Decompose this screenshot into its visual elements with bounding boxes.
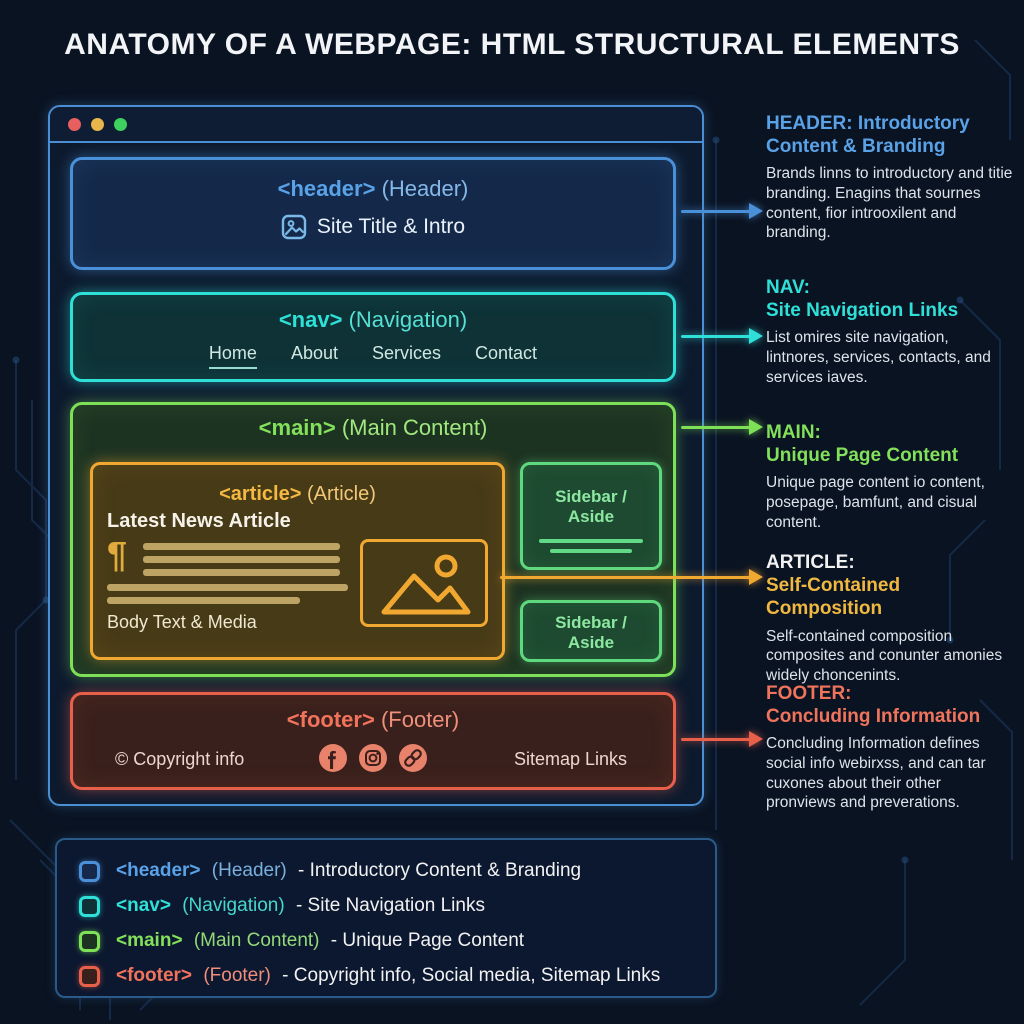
annotation-header-body: Brands linns to introductory and titie b… bbox=[766, 165, 1013, 242]
article-label: (Article) bbox=[306, 483, 376, 505]
header-arrow bbox=[681, 203, 763, 219]
header-tagline: <header> (Header) bbox=[73, 176, 673, 202]
nav-links: Home About Services Contact bbox=[73, 343, 673, 369]
sidebar-aside-box-2: Sidebar / Aside bbox=[520, 600, 662, 662]
footer-label: (Footer) bbox=[380, 707, 460, 732]
legend-row-header: <header> (Header) - Introductory Content… bbox=[79, 854, 715, 888]
nav-element-box: <nav> (Navigation) Home About Services C… bbox=[70, 292, 676, 382]
sidebar-label: Aside bbox=[567, 507, 615, 526]
browser-titlebar bbox=[50, 107, 702, 143]
header-tag: <header> bbox=[277, 176, 376, 201]
sidebar-label: Sidebar / bbox=[555, 487, 627, 506]
sidebar-label: Sidebar / bbox=[555, 613, 627, 632]
article-headline: Latest News Article bbox=[107, 510, 291, 532]
legend-row-footer: <footer> (Footer) - Copyright info, Soci… bbox=[79, 959, 715, 993]
annotation-nav-body: List omires site navigation, lintnores, … bbox=[766, 329, 991, 386]
media-placeholder-icon bbox=[360, 539, 488, 627]
sidebar-aside-box-1: Sidebar / Aside bbox=[520, 462, 662, 570]
text-lines bbox=[143, 539, 348, 582]
annotation-footer: FOOTER:Concluding Information Concluding… bbox=[766, 682, 1014, 813]
maximize-window-dot[interactable] bbox=[114, 117, 127, 131]
sidebar-line bbox=[550, 549, 632, 553]
browser-window: <header> (Header) Site Title & Intro <na… bbox=[48, 105, 704, 806]
annotation-article-body: Self-contained composition composites an… bbox=[766, 627, 1003, 684]
annotation-footer-body: Concluding Information defines social in… bbox=[766, 735, 986, 812]
page-title: ANATOMY OF A WEBPAGE: HTML STRUCTURAL EL… bbox=[64, 28, 960, 61]
annotation-main-body: Unique page content io content, posepage… bbox=[766, 474, 985, 531]
main-tag: <main> bbox=[258, 415, 336, 440]
nav-link-services[interactable]: Services bbox=[371, 343, 442, 363]
footer-tag: <footer> bbox=[286, 707, 375, 732]
article-tag: <article> bbox=[219, 483, 302, 505]
nav-link-about[interactable]: About bbox=[290, 343, 338, 363]
header-label: (Header) bbox=[381, 176, 469, 201]
legend-row-main: <main> (Main Content) - Unique Page Cont… bbox=[79, 924, 715, 958]
article-tagline: <article> (Article) bbox=[107, 483, 488, 506]
sidebar-line bbox=[539, 539, 643, 543]
main-color-swatch bbox=[79, 930, 100, 952]
article-arrow bbox=[500, 569, 763, 585]
main-arrow bbox=[681, 419, 763, 435]
footer-element-box: <footer> (Footer) © Copyright info bbox=[70, 692, 676, 790]
nav-link-contact[interactable]: Contact bbox=[475, 343, 538, 363]
link-icon[interactable] bbox=[398, 743, 428, 773]
header-color-swatch bbox=[79, 860, 100, 882]
facebook-icon[interactable] bbox=[318, 743, 348, 773]
copyright-text: © Copyright info bbox=[115, 749, 245, 769]
article-element-box: <article> (Article) Latest News Article … bbox=[90, 462, 505, 660]
paragraph-icon: ¶ bbox=[107, 534, 128, 575]
footer-color-swatch bbox=[79, 965, 100, 987]
text-line bbox=[107, 597, 300, 604]
sitemap-links-text: Sitemap Links bbox=[513, 749, 627, 769]
nav-link-home[interactable]: Home bbox=[208, 343, 257, 369]
article-caption: Body Text & Media bbox=[107, 612, 257, 632]
main-label: (Main Content) bbox=[341, 415, 488, 440]
annotation-article: ARTICLE:Self-Contained Composition Self-… bbox=[766, 551, 1014, 686]
annotation-main: MAIN:Unique Page Content Unique page con… bbox=[766, 421, 1014, 532]
header-element-box: <header> (Header) Site Title & Intro bbox=[70, 157, 676, 270]
nav-tag: <nav> bbox=[278, 307, 343, 332]
image-icon bbox=[281, 214, 307, 240]
sidebar-label: Aside bbox=[567, 633, 615, 652]
nav-tagline: <nav> (Navigation) bbox=[73, 307, 673, 333]
nav-color-swatch bbox=[79, 895, 100, 917]
legend-box: <header> (Header) - Introductory Content… bbox=[55, 838, 717, 998]
footer-arrow bbox=[681, 731, 763, 747]
close-window-dot[interactable] bbox=[68, 117, 81, 131]
nav-label: (Navigation) bbox=[348, 307, 468, 332]
site-title-text: Site Title & Intro bbox=[316, 215, 466, 238]
annotation-nav: NAV:Site Navigation Links List omires si… bbox=[766, 276, 1014, 387]
minimize-window-dot[interactable] bbox=[91, 117, 104, 131]
legend-row-nav: <nav> (Navigation) - Site Navigation Lin… bbox=[79, 889, 715, 923]
main-element-box: <main> (Main Content) <article> (Article… bbox=[70, 402, 676, 677]
text-line bbox=[107, 584, 348, 591]
nav-arrow bbox=[681, 328, 763, 344]
footer-tagline: <footer> (Footer) bbox=[73, 707, 673, 733]
instagram-icon[interactable] bbox=[358, 743, 388, 773]
main-tagline: <main> (Main Content) bbox=[73, 415, 673, 441]
